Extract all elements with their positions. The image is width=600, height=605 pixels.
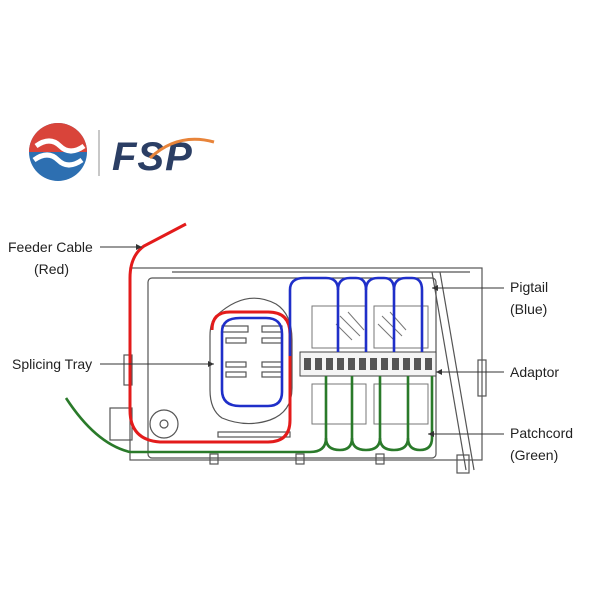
adaptor-port	[315, 358, 322, 370]
adaptor-port	[392, 358, 399, 370]
patchcord-label: Patchcord	[510, 425, 573, 441]
adaptor-port	[348, 358, 355, 370]
adaptor-port	[370, 358, 377, 370]
feeder-cable-color-label: (Red)	[34, 261, 69, 277]
adaptor-port	[359, 358, 366, 370]
adaptor-port	[337, 358, 344, 370]
pigtail-trays	[311, 305, 429, 425]
adaptor-panel	[299, 351, 437, 377]
adaptor-port	[304, 358, 311, 370]
adaptor-port	[403, 358, 410, 370]
fsp-logo: FSP	[29, 123, 215, 181]
logo-emblem-icon	[29, 123, 87, 181]
adaptor-port	[381, 358, 388, 370]
feeder-cable-red	[128, 222, 292, 444]
splicing-tray-label: Splicing Tray	[12, 356, 92, 372]
adaptor-port	[414, 358, 421, 370]
enclosure-outline	[109, 267, 487, 474]
adaptor-port	[425, 358, 432, 370]
feeder-cable-label: Feeder Cable	[8, 239, 93, 255]
pigtail-cables-blue	[220, 276, 424, 408]
patchcord-color-label: (Green)	[510, 447, 558, 463]
adaptor-port	[326, 358, 333, 370]
patchcord-cables-green	[64, 376, 434, 454]
adaptor-label: Adaptor	[510, 364, 559, 380]
pigtail-label: Pigtail	[510, 279, 548, 295]
pigtail-color-label: (Blue)	[510, 301, 547, 317]
